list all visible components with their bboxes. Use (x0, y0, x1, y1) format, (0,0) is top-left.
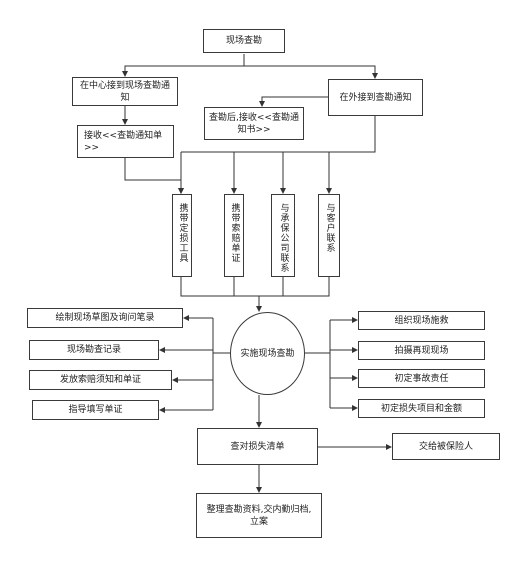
contact-client-node: 与客户联系 (318, 194, 340, 277)
rescue-node: 组织现场施救 (358, 311, 485, 330)
archive-label: 整理查勘资料,交内勤归档,立案 (206, 504, 312, 527)
center-notice-label: 在中心接到现场查勘通知 (79, 80, 170, 103)
check-list-label: 查对损失清单 (230, 441, 285, 452)
implement-node: 实施现场查勘 (230, 312, 305, 395)
contact-insurer-label: 与承保公司联系 (278, 203, 289, 273)
loss-items-node: 初定损失项目和金额 (358, 399, 485, 418)
notice-claim-node: 发放索赔须知和单证 (29, 370, 172, 390)
record-node: 现场勘查记录 (29, 340, 159, 360)
sketch-node: 绘制现场草图及询问笔录 (27, 308, 183, 328)
outside-notice-label: 在外接到查勘通知 (339, 92, 412, 103)
liability-node: 初定事故责任 (358, 369, 485, 388)
check-list-node: 查对损失清单 (197, 428, 318, 465)
claim-docs-label: 携带索赔单证 (229, 203, 240, 263)
loss-items-label: 初定损失项目和金额 (380, 403, 462, 414)
after-survey-node: 查勘后,接收<<查勘通知书>> (204, 107, 304, 140)
guide-fill-label: 指导填写单证 (68, 405, 123, 415)
hand-over-node: 交给被保险人 (392, 433, 500, 460)
record-label: 现场勘查记录 (66, 345, 121, 355)
sketch-label: 绘制现场草图及询问笔录 (55, 313, 155, 323)
claim-docs-node: 携带索赔单证 (224, 194, 244, 277)
contact-insurer-node: 与承保公司联系 (271, 194, 295, 277)
center-notice-node: 在中心接到现场查勘通知 (72, 77, 178, 106)
contact-client-label: 与客户联系 (324, 203, 335, 253)
hand-over-label: 交给被保险人 (418, 441, 473, 452)
liability-label: 初定事故责任 (394, 373, 449, 384)
after-survey-label: 查勘后,接收<<查勘通知书>> (209, 112, 299, 135)
receive-form-node: 接收<<查勘通知单>> (77, 125, 174, 158)
photo-node: 拍摄再现现场 (358, 341, 485, 360)
guide-fill-node: 指导填写单证 (32, 400, 159, 420)
notice-claim-label: 发放索赔须知和单证 (59, 375, 141, 385)
start-node: 现场查勘 (203, 29, 285, 53)
tools-label: 携带定损工具 (177, 203, 188, 263)
tools-node: 携带定损工具 (172, 194, 192, 277)
outside-notice-node: 在外接到查勘通知 (328, 79, 423, 116)
archive-node: 整理查勘资料,交内勤归档,立案 (196, 493, 322, 538)
receive-form-label: 接收<<查勘通知单>> (84, 130, 163, 153)
photo-label: 拍摄再现现场 (394, 345, 449, 356)
start-node-label: 现场查勘 (225, 36, 262, 46)
rescue-label: 组织现场施救 (394, 315, 449, 326)
implement-label: 实施现场查勘 (240, 348, 295, 359)
